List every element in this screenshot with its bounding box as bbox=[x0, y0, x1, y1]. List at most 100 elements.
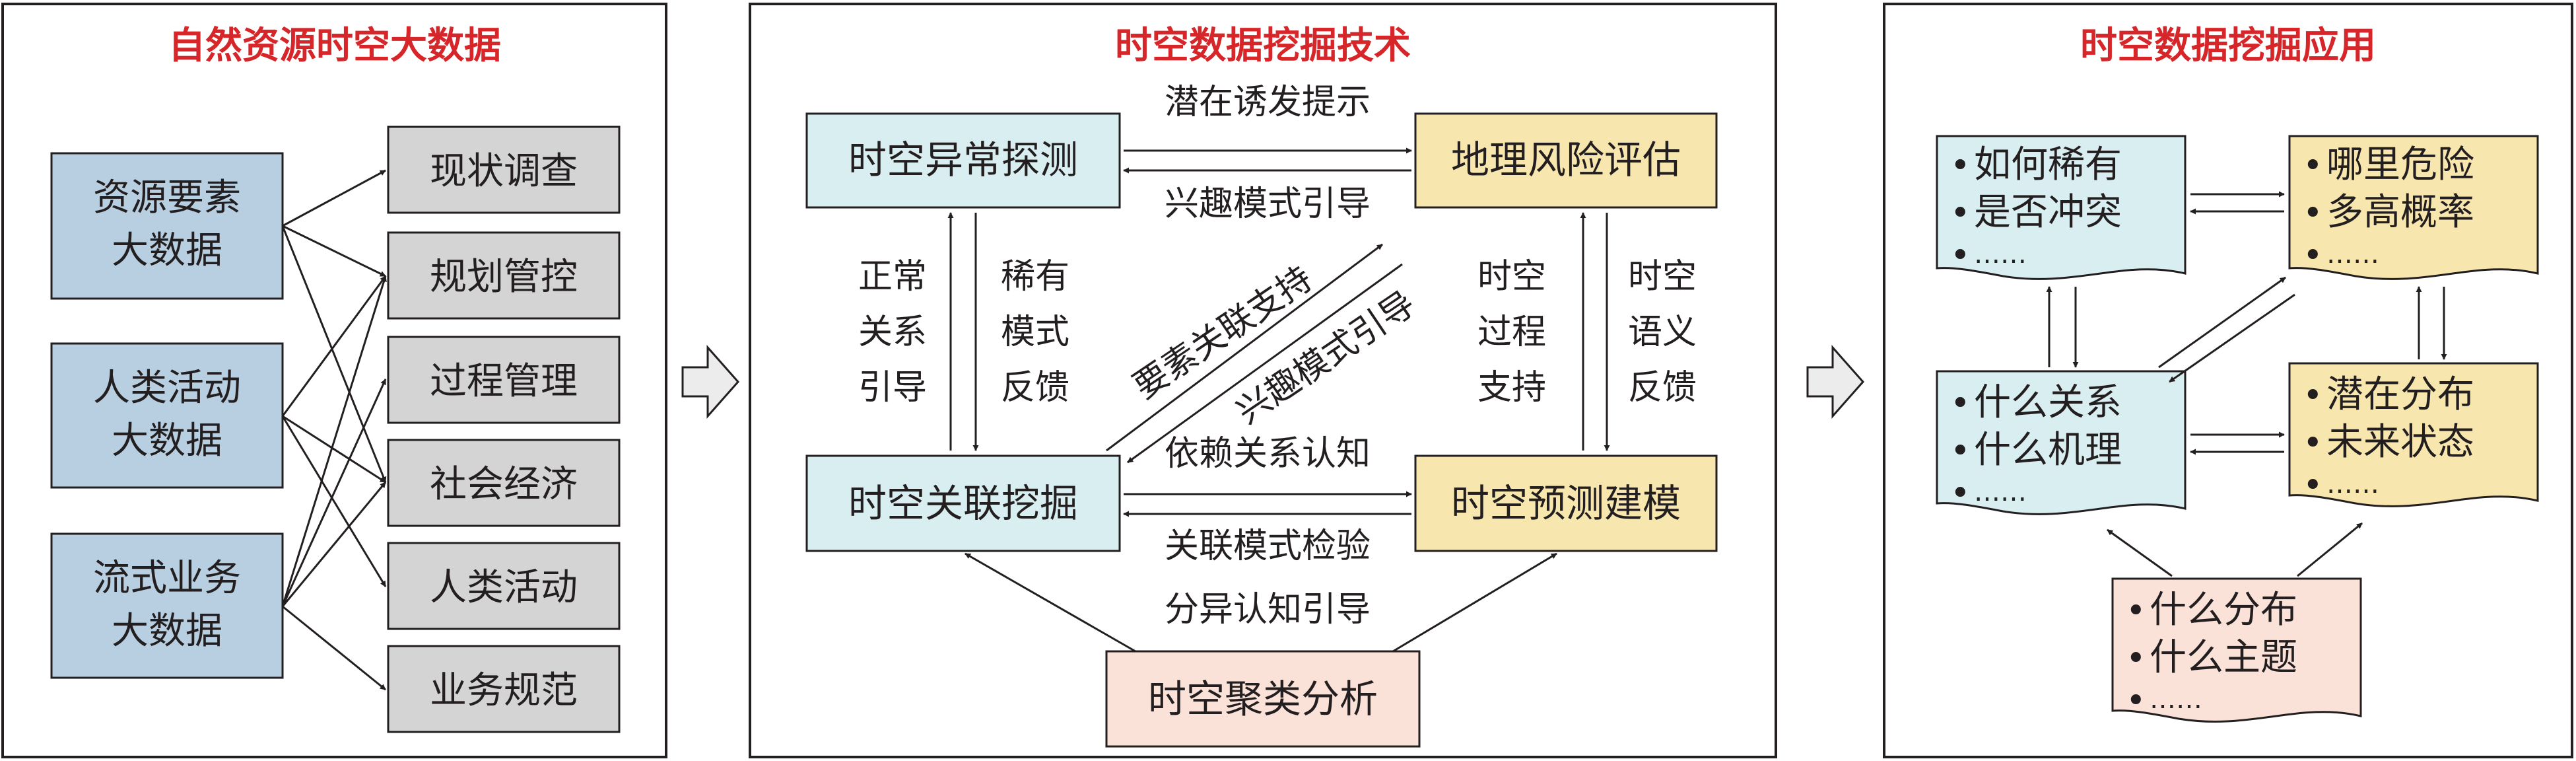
source-label-line1: 流式业务 bbox=[93, 557, 241, 600]
node-anomaly-detection: 时空异常探测 bbox=[805, 112, 1121, 209]
target-box-socio-economy: 社会经济 bbox=[387, 439, 621, 527]
arrows-from-cluster bbox=[965, 552, 1557, 653]
edge-label-bottom-lower: 关联模式检验 bbox=[1165, 526, 1371, 566]
edge-label-left-left-3: 引导 bbox=[858, 368, 927, 408]
svg-text:•: • bbox=[2303, 236, 2323, 275]
source-label-line2: 大数据 bbox=[112, 610, 222, 653]
edge-label-right-right-1: 时空 bbox=[1628, 257, 1697, 297]
svg-text:过程管理: 过程管理 bbox=[430, 360, 578, 403]
flow-arrow-2 bbox=[1806, 345, 1865, 419]
arrow bbox=[965, 552, 1136, 653]
edge-label-left-left-2: 关系 bbox=[858, 312, 927, 352]
arrow bbox=[281, 379, 387, 607]
source-box-human: 人类活动 大数据 bbox=[50, 342, 284, 489]
svg-text:•: • bbox=[2126, 639, 2146, 678]
arrows-top bbox=[1123, 147, 1412, 174]
edge-label-right-left-3: 支持 bbox=[1477, 368, 1546, 408]
target-box-process-management: 过程管理 bbox=[387, 336, 621, 424]
svg-text:人类活动: 人类活动 bbox=[430, 566, 578, 609]
svg-text:业务规范: 业务规范 bbox=[430, 669, 578, 712]
panel-left: 自然资源时空大数据 资源要素 大数据 人类活动 大数据 流式业务 大数据 现状调… bbox=[1, 3, 667, 758]
svg-text:•: • bbox=[1950, 474, 1971, 513]
card-item: 哪里危险 bbox=[2326, 143, 2474, 186]
svg-text:地理风险评估: 地理风险评估 bbox=[1451, 137, 1681, 182]
source-label-line2: 大数据 bbox=[112, 419, 222, 462]
edge-label-left-left-1: 正常 bbox=[858, 257, 927, 297]
arrow bbox=[2297, 522, 2363, 577]
arrows-right-vertical bbox=[1580, 212, 1610, 451]
flow-arrow-1 bbox=[681, 345, 740, 419]
target-box-planning-control: 规划管控 bbox=[387, 231, 621, 320]
card-item: 潜在分布 bbox=[2326, 373, 2474, 416]
card-danger: • 哪里危险 • 多高概率 • …… bbox=[2288, 135, 2539, 280]
panel-left-title: 自然资源时空大数据 bbox=[168, 24, 501, 67]
arrow bbox=[1106, 243, 1383, 452]
source-label-line1: 资源要素 bbox=[93, 176, 241, 219]
svg-text:时空异常探测: 时空异常探测 bbox=[848, 137, 1078, 182]
source-box-stream: 流式业务 大数据 bbox=[50, 532, 284, 679]
node-cluster-analysis: 时空聚类分析 bbox=[1105, 650, 1421, 748]
svg-text:时空聚类分析: 时空聚类分析 bbox=[1148, 676, 1378, 721]
edge-label-top-lower: 兴趣模式引导 bbox=[1165, 184, 1371, 224]
card-item: 什么机理 bbox=[1974, 429, 2122, 472]
arrow bbox=[281, 275, 387, 607]
panel-right-title: 时空数据挖掘应用 bbox=[2080, 24, 2376, 67]
svg-text:•: • bbox=[1950, 194, 1971, 233]
source-label-line2: 大数据 bbox=[112, 229, 222, 272]
arrows-diagonal bbox=[1106, 243, 1403, 464]
svg-text:•: • bbox=[1950, 384, 1971, 423]
arrow bbox=[1127, 263, 1403, 464]
panel-middle-title: 时空数据挖掘技术 bbox=[1115, 24, 1411, 67]
source-label-line1: 人类活动 bbox=[93, 367, 241, 410]
svg-text:•: • bbox=[2126, 681, 2146, 721]
arrow bbox=[282, 605, 386, 691]
card-item: …… bbox=[1974, 239, 2027, 270]
svg-text:时空预测建模: 时空预测建模 bbox=[1451, 481, 1681, 526]
svg-text:•: • bbox=[1950, 146, 1971, 186]
arrow bbox=[281, 416, 387, 587]
fanout-arrows bbox=[281, 169, 387, 691]
edge-label-left-right-3: 反馈 bbox=[1001, 368, 1069, 408]
target-box-human-activity: 人类活动 bbox=[387, 542, 621, 630]
svg-text:时空关联挖掘: 时空关联挖掘 bbox=[848, 481, 1078, 526]
arrow bbox=[2158, 276, 2286, 369]
panel-middle: 时空数据挖掘技术 时空异常探测 地理风险评估 时空关联挖掘 时空预测建模 时空聚… bbox=[749, 3, 1777, 758]
card-item: 如何稀有 bbox=[1974, 143, 2122, 186]
svg-text:•: • bbox=[2303, 194, 2323, 233]
node-association-mining: 时空关联挖掘 bbox=[805, 454, 1121, 552]
svg-text:•: • bbox=[2126, 591, 2146, 631]
svg-text:•: • bbox=[1950, 431, 1971, 471]
arrow bbox=[281, 482, 387, 607]
arrow bbox=[282, 169, 386, 227]
arrow bbox=[2169, 293, 2295, 383]
arrow bbox=[281, 225, 387, 483]
svg-text:•: • bbox=[2303, 376, 2323, 416]
svg-text:现状调查: 现状调查 bbox=[430, 150, 578, 193]
edge-label-bottom-extra: 分异认知引导 bbox=[1165, 590, 1371, 630]
edge-label-right-left-1: 时空 bbox=[1477, 257, 1546, 297]
arrows-left-vertical bbox=[947, 212, 979, 451]
card-item: 什么主题 bbox=[2150, 636, 2297, 679]
edge-label-top-upper: 潜在诱发提示 bbox=[1165, 83, 1371, 122]
target-box-status-survey: 现状调查 bbox=[387, 126, 621, 214]
card-topic: • 什么分布 • 什么主题 • …… bbox=[2111, 577, 2362, 723]
card-item: …… bbox=[2150, 684, 2202, 715]
arrow bbox=[282, 415, 386, 484]
svg-text:•: • bbox=[2303, 146, 2323, 186]
node-prediction-modeling: 时空预测建模 bbox=[1414, 454, 1718, 552]
edge-label-right-right-3: 反馈 bbox=[1628, 368, 1697, 408]
svg-text:•: • bbox=[1950, 236, 1971, 275]
card-relation: • 什么关系 • 什么机理 • …… bbox=[1936, 370, 2186, 515]
card-item: 多高概率 bbox=[2326, 191, 2474, 234]
edge-label-right-left-2: 过程 bbox=[1477, 312, 1546, 352]
arrows-bottom bbox=[1123, 491, 1412, 517]
edge-label-left-right-1: 稀有 bbox=[1001, 257, 1069, 297]
target-box-business-norms: 业务规范 bbox=[387, 645, 621, 733]
arrow bbox=[1392, 552, 1557, 653]
source-box-resource: 资源要素 大数据 bbox=[50, 152, 284, 300]
edge-label-right-right-2: 语义 bbox=[1628, 312, 1697, 352]
card-item: …… bbox=[2326, 239, 2379, 270]
card-item: 什么分布 bbox=[2150, 589, 2297, 632]
